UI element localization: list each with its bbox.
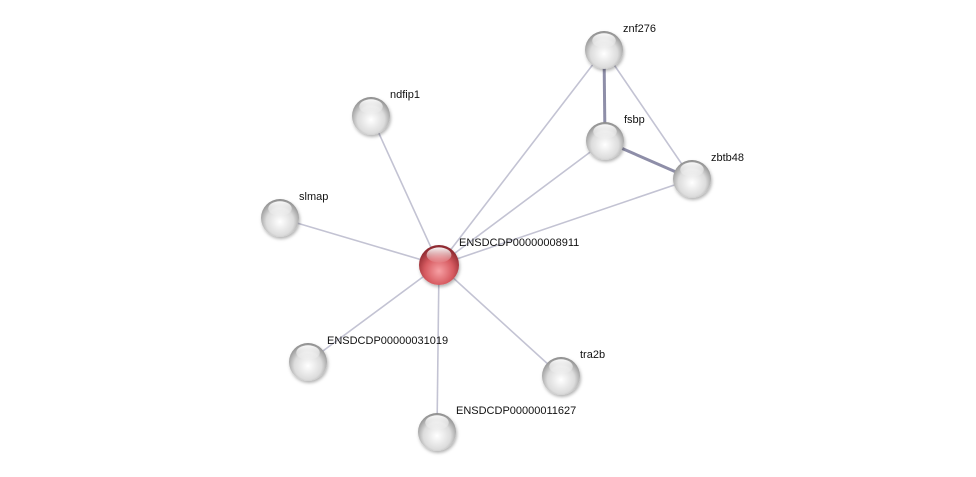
node-slmap[interactable]: slmap: [261, 191, 328, 237]
edge-center-ndfip1[interactable]: [370, 115, 440, 266]
node-ndfip1[interactable]: ndfip1: [352, 89, 420, 135]
node-highlight: [425, 415, 449, 430]
node-highlight: [593, 124, 617, 139]
node-label[interactable]: ndfip1: [390, 89, 420, 101]
node-label[interactable]: tra2b: [580, 349, 605, 361]
edge-center-slmap[interactable]: [279, 217, 440, 266]
node-label[interactable]: slmap: [299, 191, 328, 203]
edge-center-zbtb48[interactable]: [438, 178, 693, 266]
edge-znf276-zbtb48[interactable]: [603, 49, 693, 180]
node-znf276[interactable]: znf276: [585, 23, 656, 69]
node-fsbp[interactable]: fsbp: [586, 114, 645, 160]
node-highlight: [592, 33, 616, 48]
node-highlight: [680, 162, 704, 177]
edge-center-tra2b[interactable]: [438, 264, 562, 377]
node-highlight: [296, 345, 320, 360]
node-label[interactable]: ENSDCDP00000031019: [327, 335, 448, 347]
node-e31019[interactable]: ENSDCDP00000031019: [289, 335, 448, 381]
node-label[interactable]: fsbp: [624, 114, 645, 126]
edge-center-znf276[interactable]: [438, 49, 605, 266]
node-highlight: [549, 359, 573, 374]
node-highlight: [359, 99, 383, 114]
node-e11627[interactable]: ENSDCDP00000011627: [418, 405, 576, 451]
node-highlight: [268, 201, 292, 216]
node-highlight: [426, 247, 452, 263]
node-label[interactable]: ENSDCDP00000008911: [459, 237, 579, 249]
node-label[interactable]: zbtb48: [711, 152, 744, 164]
node-label[interactable]: znf276: [623, 23, 656, 35]
node-zbtb48[interactable]: zbtb48: [673, 152, 744, 198]
edge-center-fsbp[interactable]: [438, 140, 606, 266]
edge-center-e11627[interactable]: [436, 264, 440, 433]
node-center[interactable]: ENSDCDP00000008911: [419, 237, 579, 285]
edge-center-e31019[interactable]: [307, 264, 440, 363]
node-label[interactable]: ENSDCDP00000011627: [456, 405, 576, 417]
node-tra2b[interactable]: tra2b: [542, 349, 605, 395]
